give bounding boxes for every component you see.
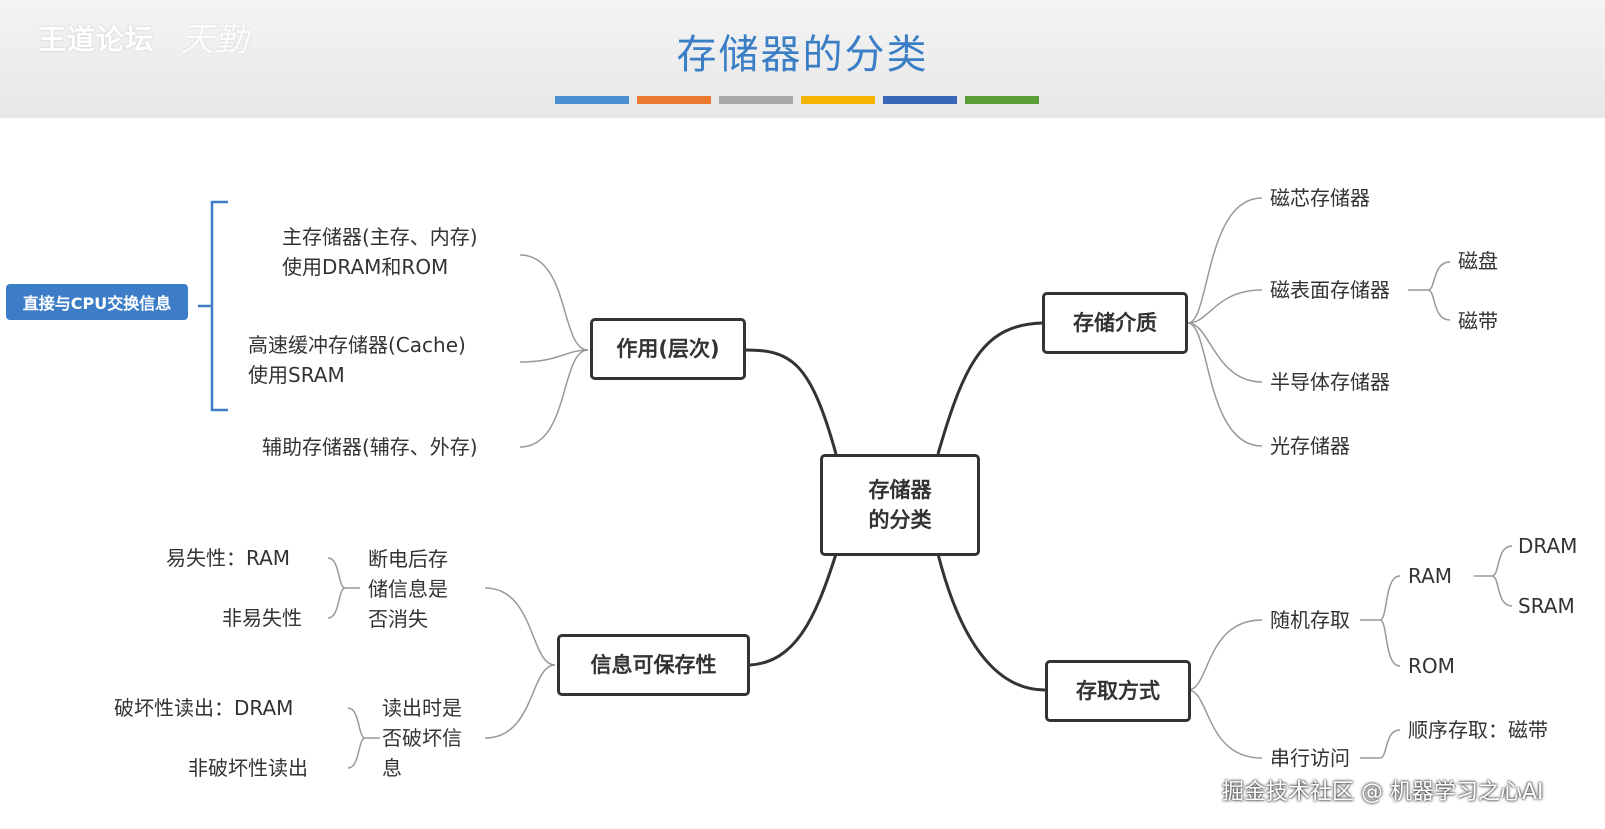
edge-role-cache (519, 349, 589, 363)
edge-ret-q1 (484, 587, 556, 666)
node-ram: RAM (1408, 564, 1453, 588)
color-stripe-5 (883, 96, 957, 104)
edge-medium-surface (1187, 289, 1263, 324)
node-serial-access: 串行访问 (1270, 746, 1350, 770)
header-band: 王道论坛 天勤 存储器的分类 (0, 0, 1605, 118)
page-title: 存储器的分类 (676, 32, 929, 78)
edge-q1-vol (327, 557, 360, 589)
color-stripe-3 (719, 96, 793, 104)
node-nonvolatile: 非易失性 (222, 606, 302, 630)
edge-acc-serial (1187, 689, 1263, 759)
node-destructive: 破坏性读出：DRAM (114, 696, 294, 720)
color-stripes (555, 96, 1039, 104)
side-bracket (198, 200, 228, 412)
node-dram: DRAM (1518, 534, 1578, 558)
branch-line-medium (936, 321, 1043, 455)
node-main-memory: 主存储器(主存、内存) 使用DRAM和ROM (282, 225, 478, 279)
node-sram: SRAM (1518, 594, 1575, 618)
edge-q2-nondestr (347, 737, 366, 769)
branch-line-role (744, 348, 838, 455)
node-aux: 辅助存储器(辅存、外存) (262, 435, 478, 459)
edge-medium-semi (1187, 322, 1263, 383)
branch-access[interactable]: 存取方式 (1045, 660, 1191, 722)
edge-ram-sram (1491, 575, 1513, 607)
color-stripe-2 (637, 96, 711, 104)
edge-random-ram (1379, 575, 1401, 621)
brand-mark: 天勤 (180, 20, 248, 60)
node-volatile: 易失性：RAM (166, 546, 291, 570)
edge-ret-q2 (484, 664, 556, 739)
node-tape: 磁带 (1458, 309, 1498, 333)
edge-random-rom (1379, 619, 1401, 667)
node-disk: 磁盘 (1458, 249, 1498, 273)
node-rom: ROM (1408, 654, 1455, 678)
node-optical: 光存储器 (1270, 434, 1350, 458)
branch-retention[interactable]: 信息可保存性 (557, 634, 750, 696)
edge-surface-disk (1427, 261, 1451, 291)
node-sequential: 顺序存取：磁带 (1408, 718, 1548, 742)
node-q-destructive: 读出时是 否破坏信 息 (382, 696, 462, 780)
color-stripe-1 (555, 96, 629, 104)
node-surface: 磁表面存储器 (1270, 278, 1390, 302)
edge-role-aux (519, 349, 589, 448)
edge-serial-seq (1379, 729, 1401, 759)
branch-line-access (936, 553, 1046, 692)
side-note-cpu: 直接与CPU交换信息 (6, 284, 188, 320)
edge-ram-dram (1491, 545, 1513, 577)
edge-role-main (519, 254, 589, 351)
edge-surface-tape (1427, 289, 1451, 321)
branch-role[interactable]: 作用(层次) (590, 318, 746, 380)
node-nondestructive: 非破坏性读出 (188, 756, 308, 780)
node-core: 磁芯存储器 (1270, 186, 1370, 210)
center-node[interactable]: 存储器 的分类 (820, 454, 980, 556)
edge-acc-random (1187, 619, 1263, 691)
brand-logo: 王道论坛 (38, 23, 155, 56)
node-cache: 高速缓冲存储器(Cache) 使用SRAM (248, 333, 466, 387)
branch-line-retention (749, 553, 838, 667)
color-stripe-6 (965, 96, 1039, 104)
edge-medium-core (1187, 197, 1263, 324)
color-stripe-4 (801, 96, 875, 104)
edge-q1-nonvol (327, 587, 346, 619)
edge-q2-destr (347, 707, 380, 739)
branch-medium[interactable]: 存储介质 (1042, 292, 1188, 354)
watermark-text: 掘金技术社区 @ 机器学习之心AI (1222, 780, 1544, 805)
node-random-access: 随机存取 (1270, 608, 1350, 632)
edge-medium-optical (1187, 322, 1263, 447)
node-semiconductor: 半导体存储器 (1270, 370, 1390, 394)
node-q-power-loss: 断电后存 储信息是 否消失 (368, 547, 448, 631)
